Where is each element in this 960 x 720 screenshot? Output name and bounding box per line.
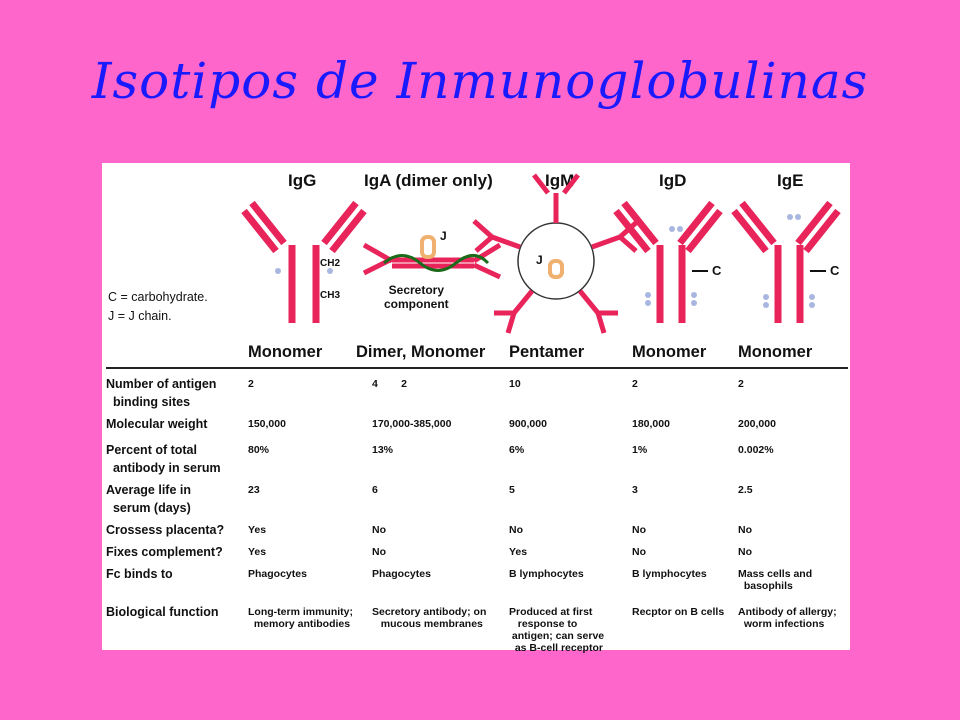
row-label: Average life in serum (days) xyxy=(106,483,191,515)
cell-iga: 6 xyxy=(372,484,378,496)
cell-igg: Yes xyxy=(248,524,267,536)
label-igd-c: C xyxy=(712,263,722,278)
row-label: Fc binds to xyxy=(106,567,173,581)
row-label: Fixes complement? xyxy=(106,545,223,559)
cell-ige: No xyxy=(738,546,752,558)
cell-ige: 2.5 xyxy=(738,484,753,496)
cell-igm: 900,000 xyxy=(509,418,547,430)
figure-legend: C = carbohydrate. J = J chain. xyxy=(108,288,208,326)
cell-igm: Produced at first response to antigen; c… xyxy=(509,606,605,654)
cell-ige: 200,000 xyxy=(738,418,776,430)
column-header-ige: IgE xyxy=(777,171,804,190)
igd-carbohydrate xyxy=(645,226,697,306)
cell-igd: 1% xyxy=(632,444,648,456)
cell-igd: Recptor on B cells xyxy=(632,606,725,618)
cell-ige: Antibody of allergy; worm infections xyxy=(738,606,837,630)
cell-ige: 2 xyxy=(738,378,744,390)
iga-j-chain xyxy=(420,235,436,259)
cell-igm: 5 xyxy=(509,484,515,496)
row-label: Number of antigen binding sites xyxy=(106,377,217,409)
row-label: Percent of total antibody in serum xyxy=(106,443,221,475)
header-divider xyxy=(106,367,848,369)
secretory-component-chain xyxy=(383,254,490,272)
cell-iga: 4 2 xyxy=(372,378,408,390)
cell-igd: 3 xyxy=(632,484,638,496)
row-label: Biological function xyxy=(106,605,219,619)
cell-igg: 80% xyxy=(248,444,270,456)
row-label: Crossess placenta? xyxy=(106,523,225,537)
cell-igd: 2 xyxy=(632,378,638,390)
cell-iga: 170,000-385,000 xyxy=(372,418,452,430)
antibody-diagrams xyxy=(241,173,841,334)
cell-iga: Secretory antibody; on mucous membranes xyxy=(372,606,487,630)
legend-carbohydrate: C = carbohydrate. xyxy=(108,290,208,304)
label-igm-j: J xyxy=(536,253,543,267)
label-ch2: CH2 xyxy=(320,258,341,269)
cell-igm: B lymphocytes xyxy=(509,568,584,580)
cell-igd: B lymphocytes xyxy=(632,568,707,580)
column-header-igg: IgG xyxy=(288,171,317,190)
cell-igg: Phagocytes xyxy=(248,568,307,580)
type-igm: Pentamer xyxy=(509,343,585,361)
igm-diagram xyxy=(472,173,640,334)
cell-igm: 10 xyxy=(509,378,521,390)
cell-ige: No xyxy=(738,524,752,536)
type-igd: Monomer xyxy=(632,343,707,361)
antibody-structures-figure: IgG IgA (dimer only) IgM IgD IgE xyxy=(102,163,850,363)
igg-carbohydrate xyxy=(275,268,333,274)
row-label: Molecular weight xyxy=(106,417,208,431)
cell-igg: 2 xyxy=(248,378,254,390)
cell-igg: Long-term immunity; memory antibodies xyxy=(248,606,353,630)
cell-iga: 13% xyxy=(372,444,394,456)
column-header-igd: IgD xyxy=(659,171,687,190)
cell-igg: 23 xyxy=(248,484,260,496)
ige-carbohydrate xyxy=(763,214,815,308)
cell-igd: 180,000 xyxy=(632,418,670,430)
cell-igm: 6% xyxy=(509,444,525,456)
type-ige: Monomer xyxy=(738,343,813,361)
type-iga: Dimer, Monomer xyxy=(356,343,486,361)
cell-ige: Mass cells and basophils xyxy=(738,568,813,592)
cell-igg: Yes xyxy=(248,546,267,558)
label-secretory-component: Secretory component xyxy=(384,283,449,311)
igd-diagram xyxy=(613,200,723,323)
cell-iga: No xyxy=(372,524,386,536)
type-igg: Monomer xyxy=(248,343,323,361)
immunoglobulin-table-panel: IgG IgA (dimer only) IgM IgD IgE xyxy=(102,163,850,654)
igg-diagram xyxy=(241,200,367,323)
label-ch3: CH3 xyxy=(320,290,341,301)
ige-diagram xyxy=(731,200,841,323)
cell-igd: No xyxy=(632,524,646,536)
cell-ige: 0.002% xyxy=(738,444,774,456)
cell-iga: No xyxy=(372,546,386,558)
cell-igm: Yes xyxy=(509,546,528,558)
structure-type-row: Monomer Dimer, Monomer Pentamer Monomer … xyxy=(102,343,850,365)
legend-j-chain: J = J chain. xyxy=(108,309,172,323)
label-iga-j: J xyxy=(440,229,447,243)
column-header-iga: IgA (dimer only) xyxy=(364,171,493,190)
cell-igd: No xyxy=(632,546,646,558)
label-ige-c: C xyxy=(830,263,840,278)
cell-igm: No xyxy=(509,524,523,536)
cell-iga: Phagocytes xyxy=(372,568,431,580)
cell-igg: 150,000 xyxy=(248,418,286,430)
slide-title: Isotipos de Inmunoglobulinas xyxy=(91,52,869,110)
